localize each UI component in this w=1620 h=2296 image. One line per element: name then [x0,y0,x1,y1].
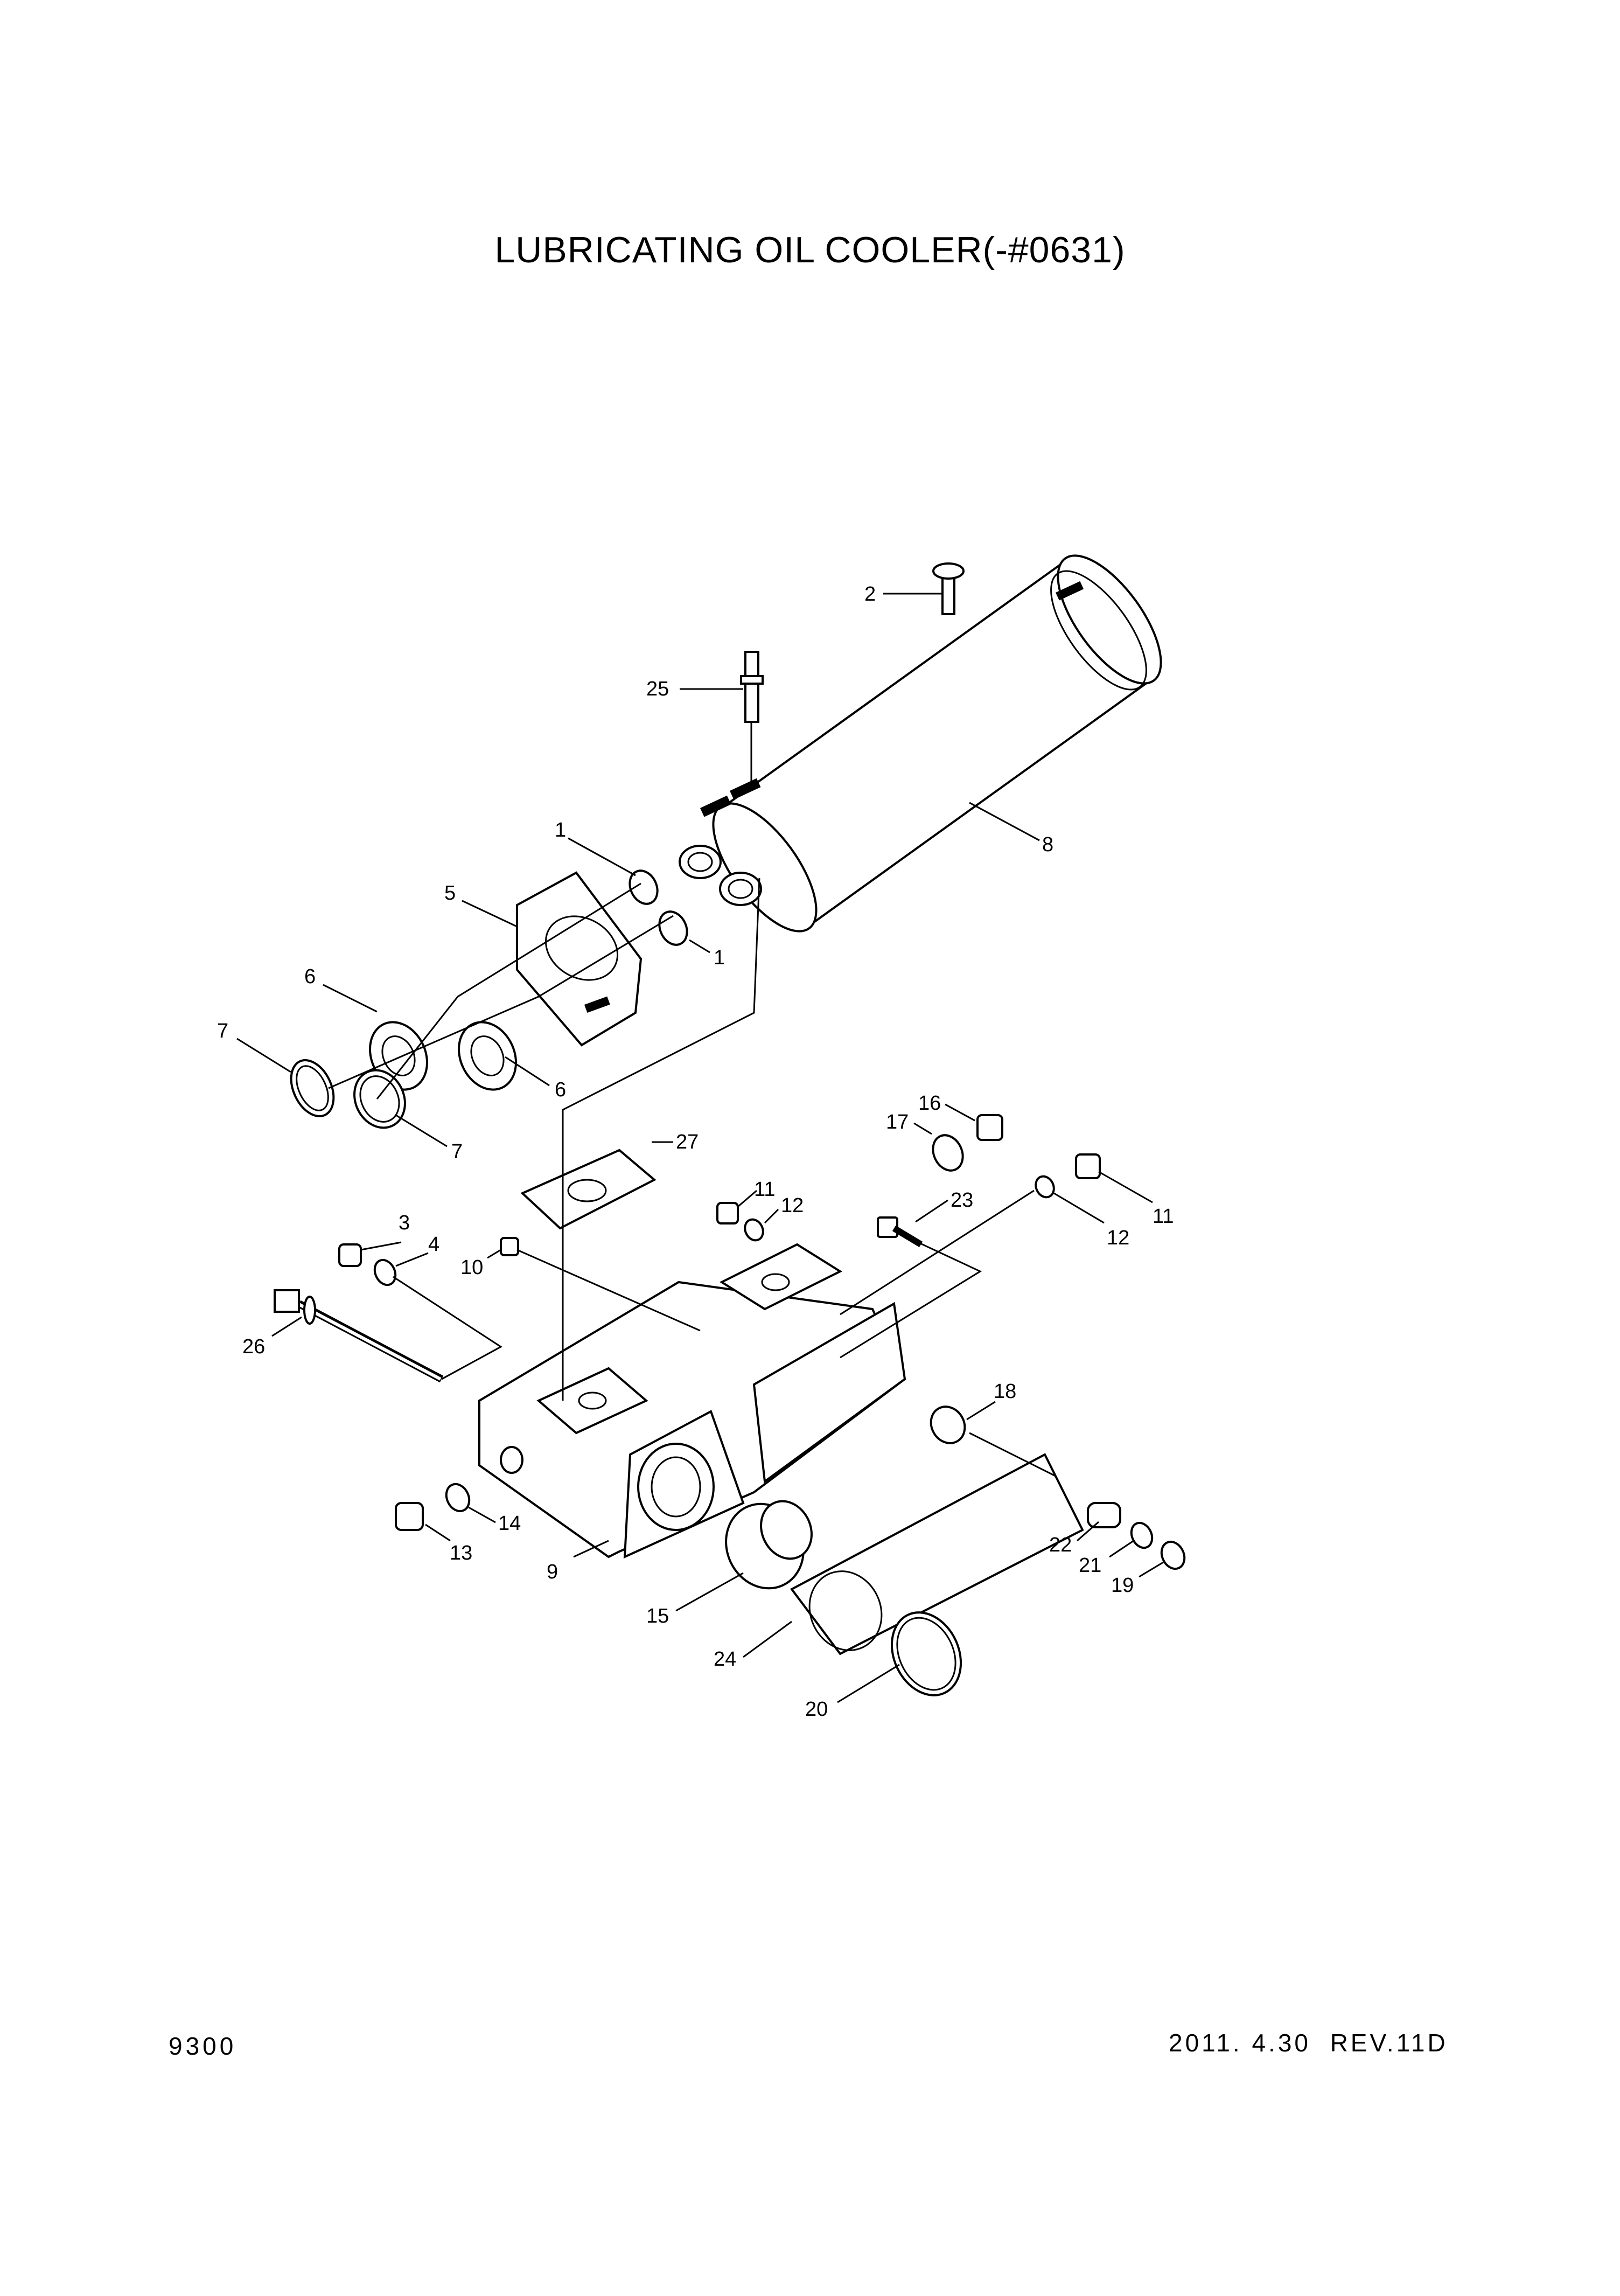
snap-ring-part-20 [890,1611,962,1696]
callout-label-4: 4 [428,1233,439,1256]
stud-part-25 [740,651,764,723]
callout-label-2: 2 [864,583,876,606]
plug-part-16 [976,1114,1003,1141]
gasket-part-24 [790,1453,1084,1655]
callout-label-1a: 1 [555,819,566,841]
washer-part-12 [744,1175,1055,1242]
cap-part-18 [930,1406,966,1444]
callout-label-17: 17 [886,1111,909,1133]
assembly-lines [328,722,1056,1477]
callout-label-20: 20 [805,1698,828,1721]
ring-part-21 [1130,1521,1154,1549]
o-ring-part-17 [932,1134,964,1172]
revision-date: 2011. 4.30 REV.11D [1169,2029,1448,2057]
callout-label-1b: 1 [714,947,725,969]
callout-label-5: 5 [444,882,456,905]
callout-label-27: 27 [676,1131,699,1153]
callout-label-25: 25 [646,678,669,700]
plug-part-3 [338,1243,362,1267]
callout-label-23: 23 [951,1189,973,1212]
thermostat-part-15 [725,1500,813,1590]
callout-label-12b: 12 [1107,1227,1129,1249]
housing-part-9 [478,1243,906,1559]
callout-leaders [236,593,1164,1703]
bolt-part-2 [932,562,965,615]
callout-label-26: 26 [242,1335,265,1358]
oil-cooler-cylinder [679,554,1162,933]
page-number: 9300 [169,2032,237,2060]
callout-label-10: 10 [460,1256,483,1279]
callout-label-13: 13 [450,1542,472,1564]
callout-label-14: 14 [498,1512,521,1535]
callout-label-21: 21 [1079,1554,1101,1577]
callout-label-18: 18 [994,1380,1016,1403]
plug-part-10 [500,1237,519,1256]
plug-part-13 [395,1502,424,1531]
callout-labels: 2 25 1 1 8 5 6 6 7 7 16 17 27 11 12 23 1… [217,583,1174,1721]
callout-label-16: 16 [918,1092,941,1115]
callout-label-6a: 6 [304,965,316,988]
callout-label-11a: 11 [754,1178,775,1201]
callout-label-12a: 12 [781,1194,804,1217]
callout-label-7b: 7 [451,1140,463,1163]
callout-label-15: 15 [646,1605,669,1627]
callout-label-8: 8 [1042,833,1053,856]
plug-part-11 [716,1153,1101,1224]
washer-part-4 [373,1258,397,1286]
callout-label-7a: 7 [217,1020,228,1042]
callout-label-3: 3 [399,1212,410,1234]
page-title: LUBRICATING OIL COOLER(-#0631) [494,229,1126,270]
long-bolt-part-26 [274,1289,444,1383]
callout-label-9: 9 [547,1561,558,1583]
washer-part-14 [445,1483,471,1513]
gasket-part-27 [520,1149,657,1230]
callout-label-24: 24 [714,1648,736,1671]
spring-part-22 [1087,1502,1121,1528]
seal-ring-part-7 [290,1059,406,1129]
ring-part-19 [1160,1540,1186,1570]
flange-part-5 [516,871,643,1047]
callout-label-22: 22 [1049,1534,1072,1556]
callout-label-19: 19 [1111,1574,1134,1597]
callout-label-6b: 6 [555,1079,566,1101]
o-ring-part-1 [629,869,688,946]
callout-label-11b: 11 [1153,1205,1174,1228]
